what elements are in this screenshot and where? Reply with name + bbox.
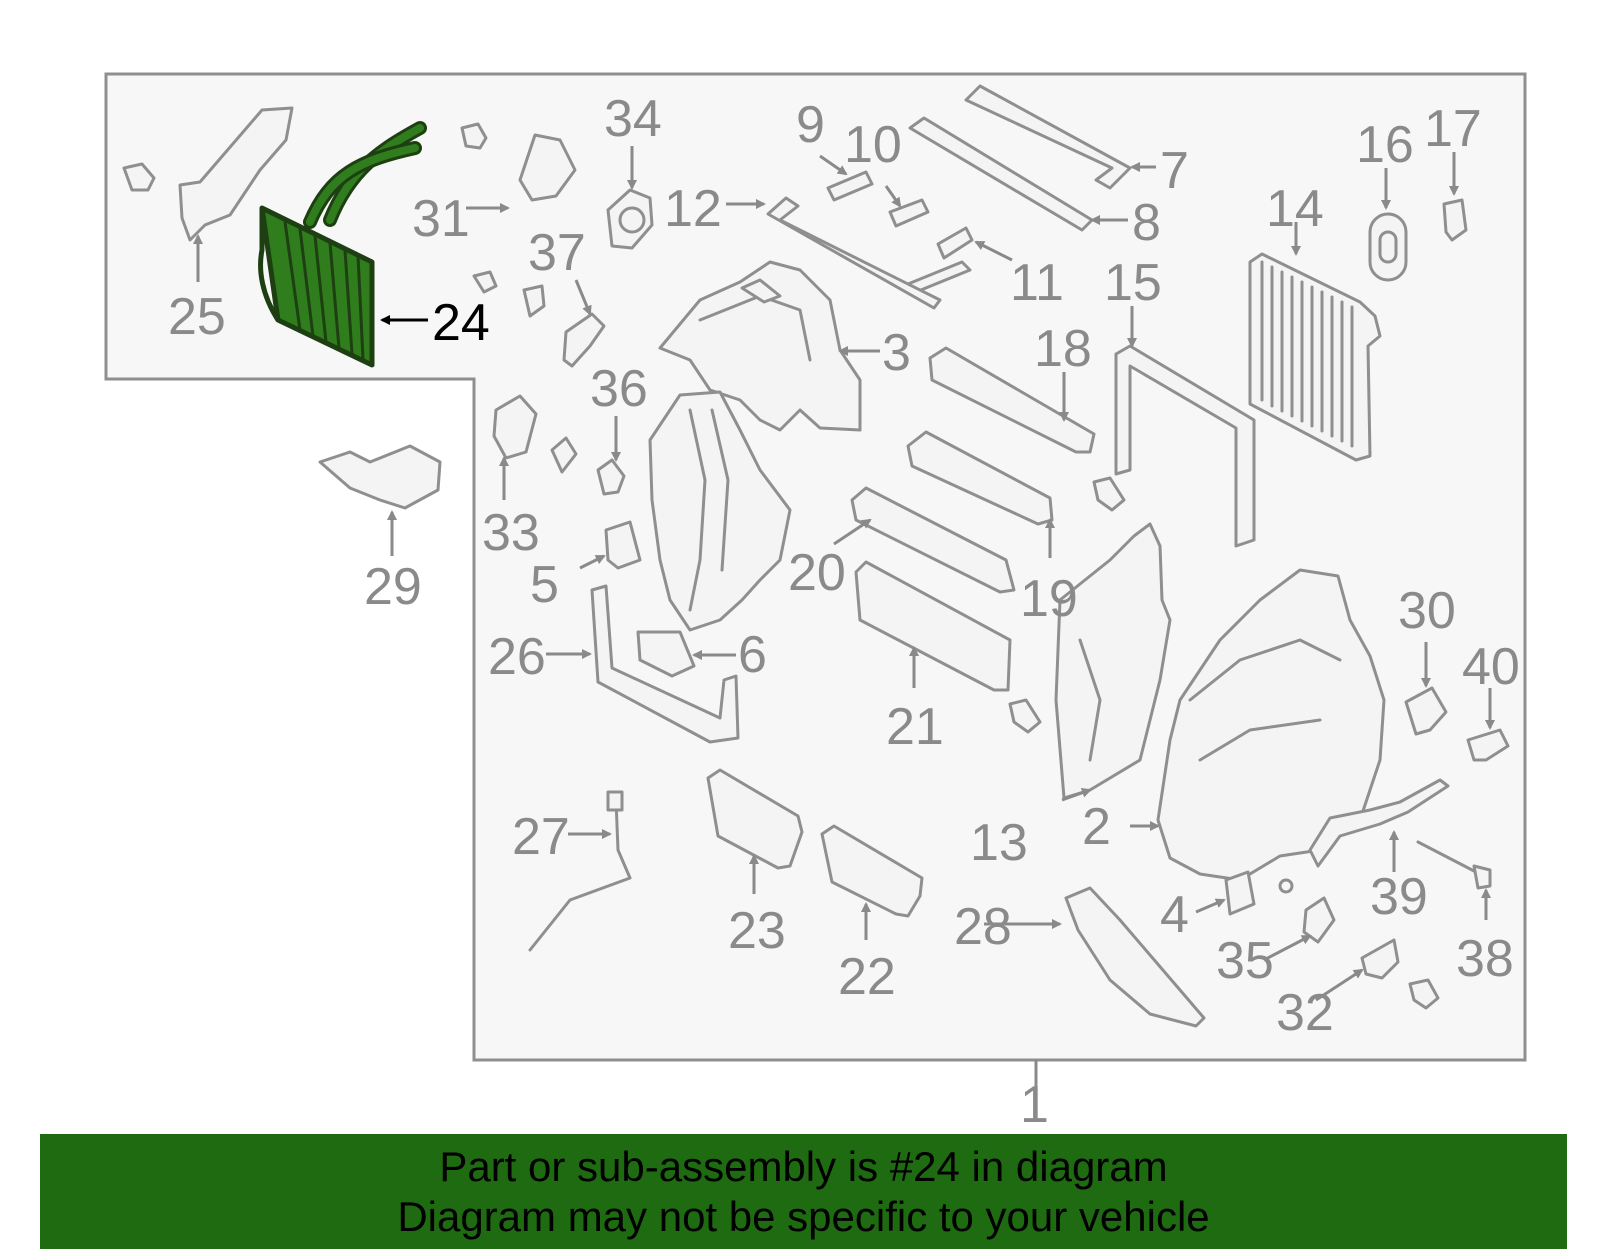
bolt-part-38[interactable] xyxy=(1416,840,1492,890)
banner-disclaimer: Diagram may not be specific to your vehi… xyxy=(397,1193,1210,1240)
seal-part-7[interactable] xyxy=(964,84,1132,190)
heater-core-part-24[interactable] xyxy=(258,121,427,368)
clip-part-17[interactable] xyxy=(1442,198,1468,242)
sensor-part-32[interactable] xyxy=(1360,938,1440,1010)
callout-7: 7 xyxy=(1160,142,1189,200)
bolt-part-31-area[interactable] xyxy=(460,122,577,202)
actuator-part-30[interactable] xyxy=(1404,686,1448,736)
callout-34: 34 xyxy=(604,90,662,148)
callout-11: 11 xyxy=(1010,254,1064,312)
grommet-part-16[interactable] xyxy=(1368,212,1408,282)
door-part-23[interactable] xyxy=(706,768,804,870)
seal-part-9[interactable] xyxy=(826,170,874,202)
callout-14: 14 xyxy=(1266,180,1324,238)
callout-27: 27 xyxy=(512,808,570,866)
callout-8: 8 xyxy=(1132,194,1161,252)
sensor-part-33[interactable] xyxy=(492,394,578,474)
callout-16: 16 xyxy=(1356,116,1414,174)
callout-26: 26 xyxy=(488,628,546,686)
callout-37: 37 xyxy=(528,224,586,282)
clip-part-35[interactable] xyxy=(1278,878,1336,944)
door-part-18[interactable] xyxy=(928,346,1096,454)
seal-part-15[interactable] xyxy=(1114,344,1256,548)
callout-19: 19 xyxy=(1020,570,1078,628)
seal-part-26[interactable] xyxy=(590,584,740,744)
callout-25: 25 xyxy=(168,288,226,346)
sensor-part-40[interactable] xyxy=(1466,728,1510,762)
callout-28: 28 xyxy=(954,898,1012,956)
seal-part-5[interactable] xyxy=(604,520,642,570)
callout-30: 30 xyxy=(1398,582,1456,640)
banner-part-note: Part or sub-assembly is #24 in diagram xyxy=(439,1143,1168,1190)
callout-36: 36 xyxy=(590,360,648,418)
clip-part-36[interactable] xyxy=(596,458,626,496)
seal-part-6[interactable] xyxy=(636,630,696,678)
callout-29: 29 xyxy=(364,558,422,616)
callout-10: 10 xyxy=(844,116,902,174)
callout-39: 39 xyxy=(1370,868,1428,926)
seal-part-12[interactable] xyxy=(766,196,942,310)
callout-32: 32 xyxy=(1276,984,1334,1042)
callout-9: 9 xyxy=(796,96,825,154)
actuator-part-37[interactable] xyxy=(472,270,606,368)
callout-31: 31 xyxy=(412,190,470,248)
callout-12: 12 xyxy=(664,180,722,238)
callout-35: 35 xyxy=(1216,932,1274,990)
callout-13: 13 xyxy=(970,814,1028,872)
door-part-21[interactable] xyxy=(854,560,1012,692)
duct-part-29[interactable] xyxy=(318,444,442,510)
case-part-3[interactable] xyxy=(658,260,862,432)
callout-17: 17 xyxy=(1424,100,1482,158)
callouts: 1 2 3 4 5 6 7 8 9 10 11 12 13 14 15 16 1… xyxy=(168,90,1520,1134)
evaporator-part-14[interactable] xyxy=(1248,252,1382,462)
pipe-part-27[interactable] xyxy=(528,790,632,952)
hose-part-39[interactable] xyxy=(1308,778,1450,868)
bracket-part-25[interactable] xyxy=(122,106,294,242)
door-part-22[interactable] xyxy=(820,824,924,918)
callout-24: 24 xyxy=(432,294,490,352)
motor-part-34[interactable] xyxy=(606,188,654,250)
leaders xyxy=(193,146,1495,1002)
case-lower-left[interactable] xyxy=(648,390,792,632)
bolt-part-misc-2[interactable] xyxy=(1008,698,1042,734)
bolt-part-misc-1[interactable] xyxy=(1092,476,1126,512)
door-part-20[interactable] xyxy=(850,486,1016,594)
callout-15: 15 xyxy=(1104,254,1162,312)
callout-3: 3 xyxy=(882,324,911,382)
callout-6: 6 xyxy=(738,626,767,684)
duct-part-28[interactable] xyxy=(1064,886,1206,1028)
callout-21: 21 xyxy=(886,698,944,756)
callout-20: 20 xyxy=(788,544,846,602)
callout-33: 33 xyxy=(482,504,540,562)
callout-22: 22 xyxy=(838,948,896,1006)
seal-part-4[interactable] xyxy=(1224,870,1256,916)
callout-18: 18 xyxy=(1034,320,1092,378)
info-banner: Part or sub-assembly is #24 in diagram D… xyxy=(40,1134,1567,1249)
callout-40: 40 xyxy=(1462,638,1520,696)
callout-23: 23 xyxy=(728,902,786,960)
callout-1: 1 xyxy=(1020,1076,1049,1134)
callout-2: 2 xyxy=(1082,798,1111,856)
seal-part-10[interactable] xyxy=(888,198,930,228)
callout-38: 38 xyxy=(1456,930,1514,988)
callout-5: 5 xyxy=(530,556,559,614)
callout-4: 4 xyxy=(1160,886,1189,944)
